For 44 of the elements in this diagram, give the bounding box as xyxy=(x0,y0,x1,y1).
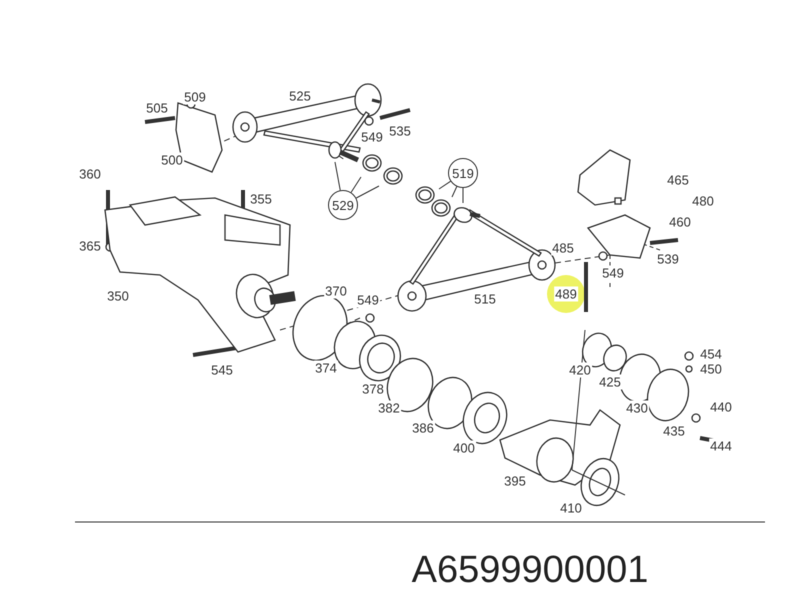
callout-number: 500 xyxy=(160,152,184,168)
callout-number: 485 xyxy=(551,240,575,256)
callout-number: 370 xyxy=(324,284,348,298)
callout-number: 382 xyxy=(377,400,401,416)
leader-line xyxy=(350,176,362,193)
callout-number: 350 xyxy=(106,288,130,304)
callout-number: 549 xyxy=(356,292,380,308)
leader-line xyxy=(438,180,452,190)
callout-number: 360 xyxy=(78,166,102,182)
callout-number: 355 xyxy=(249,192,273,206)
callout-number: 525 xyxy=(288,88,312,104)
callout-number: 435 xyxy=(662,424,686,438)
callout-number: 535 xyxy=(388,124,412,138)
callout-number: 374 xyxy=(314,360,338,376)
leader-line xyxy=(334,162,341,191)
callout-number: 450 xyxy=(699,362,723,376)
leader-line xyxy=(462,188,464,204)
callout-number: 410 xyxy=(559,500,583,516)
callout-number: 460 xyxy=(668,214,692,230)
callout-number: 400 xyxy=(452,440,476,456)
callout-number: 365 xyxy=(78,238,102,254)
callout-number: 386 xyxy=(411,420,435,436)
callout-number: 505 xyxy=(145,100,169,116)
callout-number: 440 xyxy=(709,400,733,414)
callout-number: 430 xyxy=(625,400,649,416)
callout-number: 515 xyxy=(473,292,497,306)
callout-number: 454 xyxy=(699,346,723,362)
leader-line xyxy=(452,186,458,198)
callout-number: 549 xyxy=(601,266,625,280)
callout-number: 480 xyxy=(691,194,715,208)
callout-circle: 519 xyxy=(448,158,478,188)
callout-number: 549 xyxy=(360,130,384,144)
leader-line xyxy=(356,186,380,198)
callout-number: 444 xyxy=(709,438,733,454)
callout-number: 425 xyxy=(598,374,622,390)
callout-number: 395 xyxy=(503,474,527,488)
callout-number: 465 xyxy=(666,172,690,188)
callout-number: 420 xyxy=(568,362,592,378)
callout-number: 489 xyxy=(554,286,578,302)
callout-number: 509 xyxy=(183,90,207,104)
callout-number: 545 xyxy=(210,362,234,378)
callout-circle: 529 xyxy=(328,190,358,220)
callout-number: 378 xyxy=(361,382,385,396)
callout-number: 539 xyxy=(656,252,680,266)
